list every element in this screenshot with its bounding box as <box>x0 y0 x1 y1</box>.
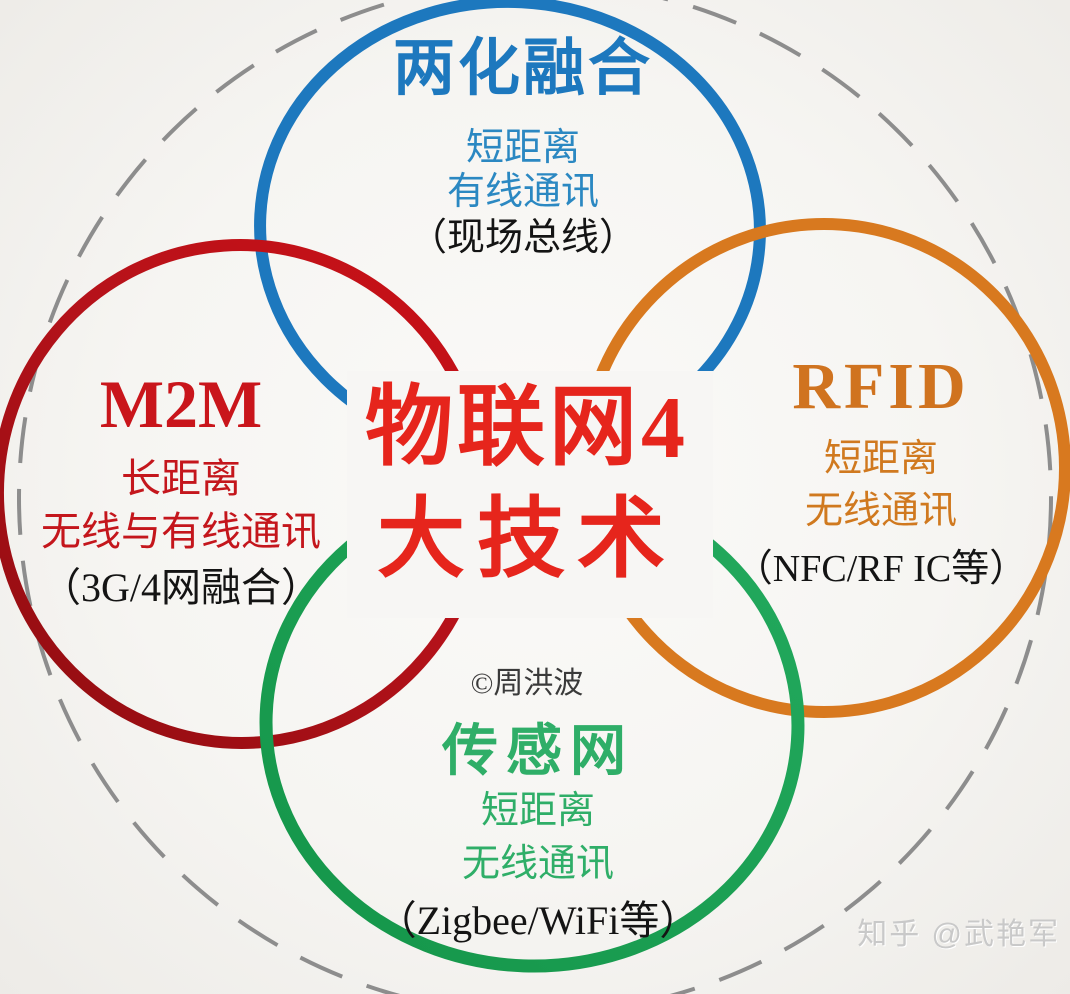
node-left-line1: 长距离 <box>121 456 241 501</box>
node-left-note: （3G/4网融合） <box>41 565 321 610</box>
node-left-title: M2M <box>99 366 263 442</box>
copyright-credit: ©周洪波 <box>470 667 584 700</box>
zhihu-watermark: 知乎 @武艳军 <box>857 918 1060 951</box>
center-title-backdrop <box>347 371 713 618</box>
center-title-line2: 大技术 <box>376 492 677 589</box>
center-title-line1: 物联网4 <box>364 380 689 477</box>
node-right-title: RFID <box>792 350 970 423</box>
node-bottom-line2: 无线通讯 <box>461 843 614 885</box>
node-top-note: （现场总线） <box>408 217 637 259</box>
node-right-line1: 短距离 <box>823 438 938 480</box>
outer-dashed-circle <box>17 0 1053 994</box>
node-top-title: 两化融合 <box>392 35 653 103</box>
node-bottom-note: （Zigbee/WiFi等） <box>376 898 700 943</box>
node-top-line2: 有线通讯 <box>446 171 599 213</box>
node-right-note: （NFC/RF IC等） <box>734 548 1028 590</box>
node-top-line1: 短距离 <box>465 127 580 169</box>
node-right-line2: 无线通讯 <box>804 490 957 532</box>
node-bottom-line1: 短距离 <box>480 790 595 832</box>
node-left-line2: 无线与有线通讯 <box>41 509 321 554</box>
node-bottom-title: 传感网 <box>442 721 634 783</box>
